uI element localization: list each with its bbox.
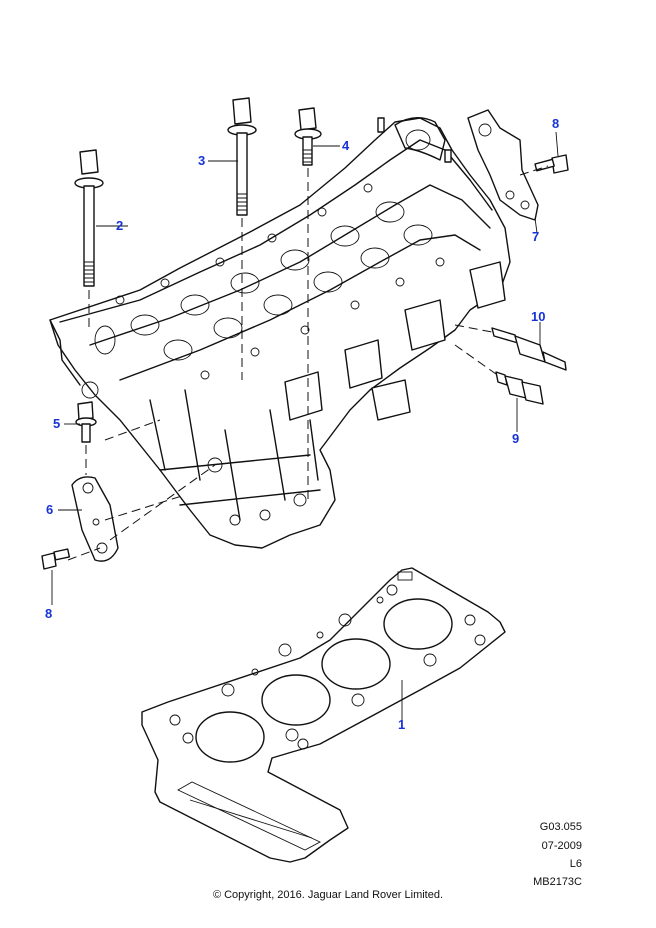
bracket-bolt-upper: [534, 154, 569, 174]
callout-4: 4: [342, 138, 350, 153]
callout-9: 9: [512, 431, 520, 446]
callout-8-upper: 8: [552, 116, 560, 131]
callout-10: 10: [531, 309, 546, 324]
leader-lines: [51, 131, 559, 726]
assembly-lines: [67, 165, 549, 561]
callout-1: 1: [398, 717, 406, 732]
bracket-bolt: [75, 401, 97, 443]
short-flange-bolt: [294, 107, 322, 166]
illustration-code: G03.055: [539, 821, 582, 833]
callout-5: 5: [53, 416, 61, 431]
lifting-bracket-lower: [71, 476, 119, 562]
model-variant: L6: [569, 858, 582, 870]
cylinder-head-gasket: [141, 567, 506, 863]
callout-7: 7: [532, 229, 540, 244]
drawing-number: MB2173C: [533, 876, 582, 888]
cylinder-head-bolt-medium: [227, 97, 257, 216]
lifting-bracket-upper: [467, 109, 539, 221]
callout-8-lower: 8: [45, 606, 53, 621]
callout-3: 3: [198, 153, 206, 168]
callout-2: 2: [116, 218, 124, 233]
illustration-date: 07-2009: [541, 840, 582, 852]
copyright-notice: © Copyright, 2016. Jaguar Land Rover Lim…: [212, 889, 444, 901]
cylinder-head-bolt-long: [74, 149, 104, 287]
glow-plug: [491, 327, 567, 371]
callout-6: 6: [46, 502, 54, 517]
cylinder-head: [49, 117, 511, 549]
temperature-sensor: [495, 371, 544, 405]
bracket-bolt-lower: [41, 548, 71, 570]
